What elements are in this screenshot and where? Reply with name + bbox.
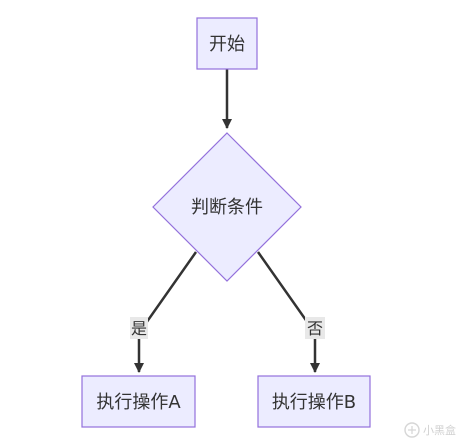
edge-label-no: 否: [307, 319, 323, 338]
edge-label-bg-no: [305, 317, 325, 339]
edge-line-decision-b: [256, 251, 320, 373]
node-start-label: 开始: [209, 34, 245, 55]
node-action-a: 执行操作A: [81, 375, 196, 428]
edge-decision-to-action-a: 是: [130, 251, 198, 373]
edge-label-yes: 是: [131, 319, 147, 338]
node-action-a-box: [81, 375, 196, 428]
node-action-b-label: 执行操作B: [272, 392, 356, 413]
edge-line-decision-a: [134, 251, 198, 373]
node-start-box: [196, 17, 258, 70]
watermark-label: 小黑盒: [423, 423, 456, 437]
node-action-a-label: 执行操作A: [96, 392, 181, 413]
node-decision: 判断条件: [152, 132, 302, 282]
edge-label-bg-yes: [130, 317, 148, 339]
edge-decision-to-action-b: 否: [256, 251, 325, 373]
node-decision-diamond: [152, 132, 302, 282]
node-action-b-box: [257, 375, 371, 428]
heybox-logo-icon: [404, 422, 420, 438]
node-start: 开始: [196, 17, 258, 70]
node-action-b: 执行操作B: [257, 375, 371, 428]
watermark: 小黑盒: [404, 422, 456, 438]
node-decision-label: 判断条件: [191, 197, 263, 218]
